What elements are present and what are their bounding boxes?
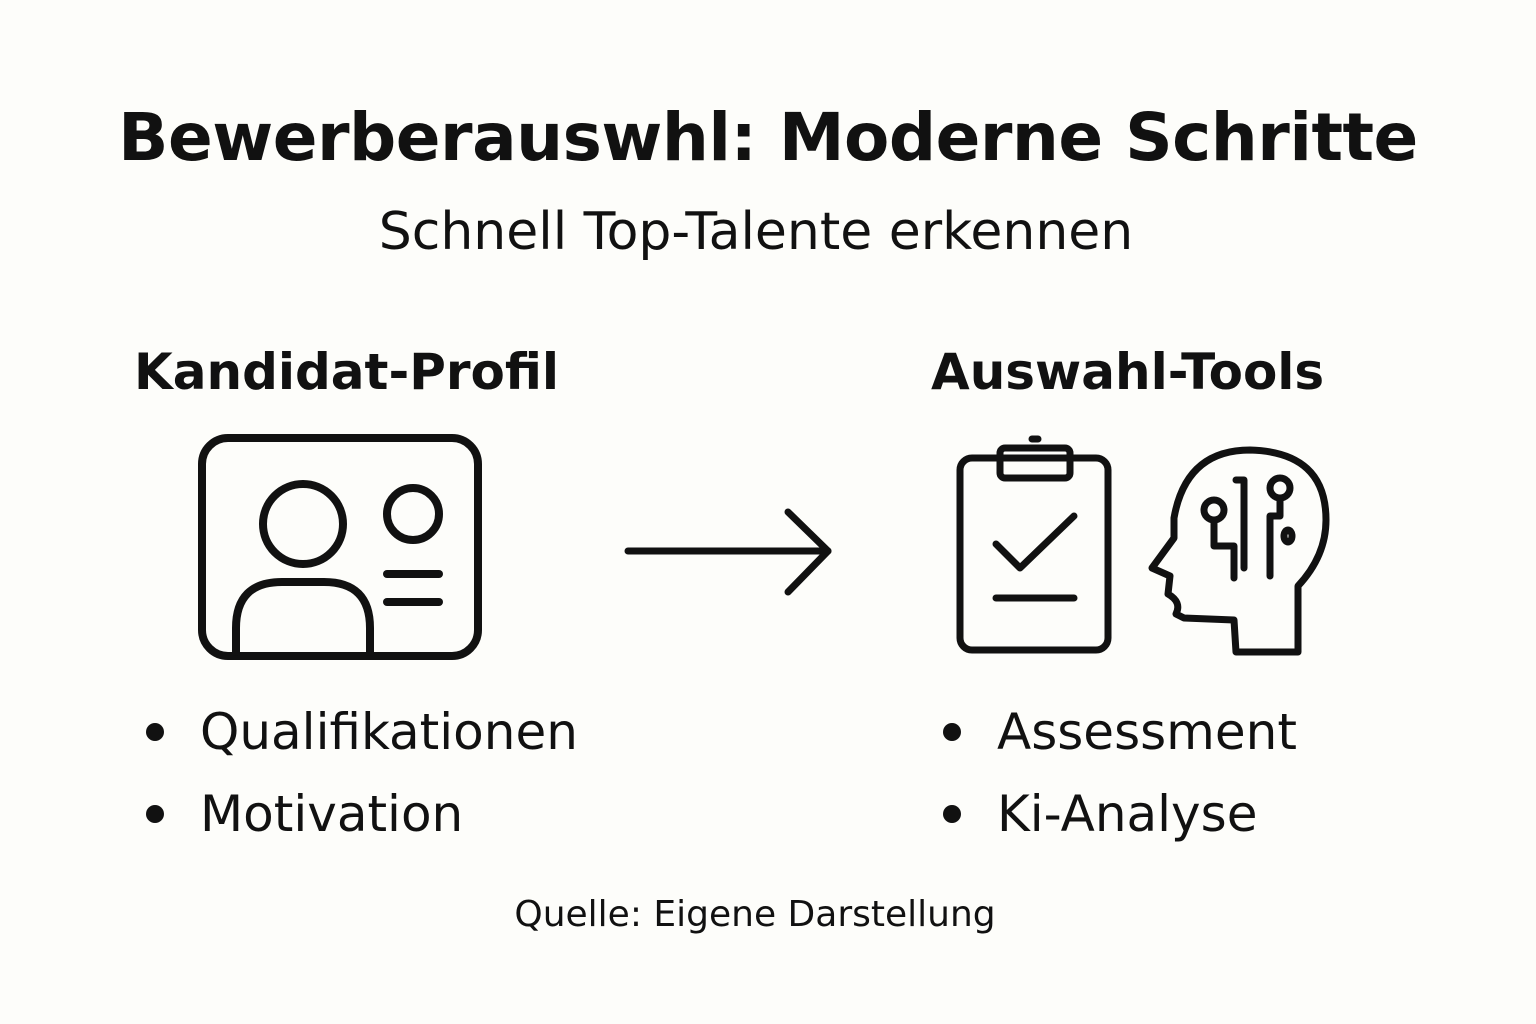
ai-head-icon	[1148, 446, 1330, 656]
list-item: Qualifikationen	[140, 700, 578, 782]
right-arrow-icon	[624, 508, 832, 596]
bullet-text: Qualifikationen	[200, 703, 578, 761]
right-panel-heading: Auswahl-Tools	[931, 343, 1325, 401]
diagram-subtitle: Schnell Top-Talente erkennen	[378, 202, 1134, 262]
bullet-dot	[943, 805, 961, 823]
right-bullet-list: Assessment Ki-Analyse	[937, 700, 1297, 864]
diagram-title: Bewerberauswhl: Moderne Schritte	[118, 99, 1418, 176]
bullet-text: Motivation	[200, 785, 464, 843]
bullet-dot	[943, 723, 961, 741]
bullet-text: Assessment	[997, 703, 1297, 761]
bullet-dot	[146, 723, 164, 741]
left-panel-heading: Kandidat-Profil	[134, 343, 560, 401]
bullet-text: Ki-Analyse	[997, 785, 1258, 843]
list-item: Motivation	[140, 782, 578, 864]
clipboard-check-icon	[956, 435, 1112, 654]
list-item: Assessment	[937, 700, 1297, 782]
bullet-dot	[146, 805, 164, 823]
list-item: Ki-Analyse	[937, 782, 1297, 864]
left-bullet-list: Qualifikationen Motivation	[140, 700, 578, 864]
profile-card-icon	[198, 434, 482, 660]
source-note: Quelle: Eigene Darstellung	[514, 894, 996, 935]
